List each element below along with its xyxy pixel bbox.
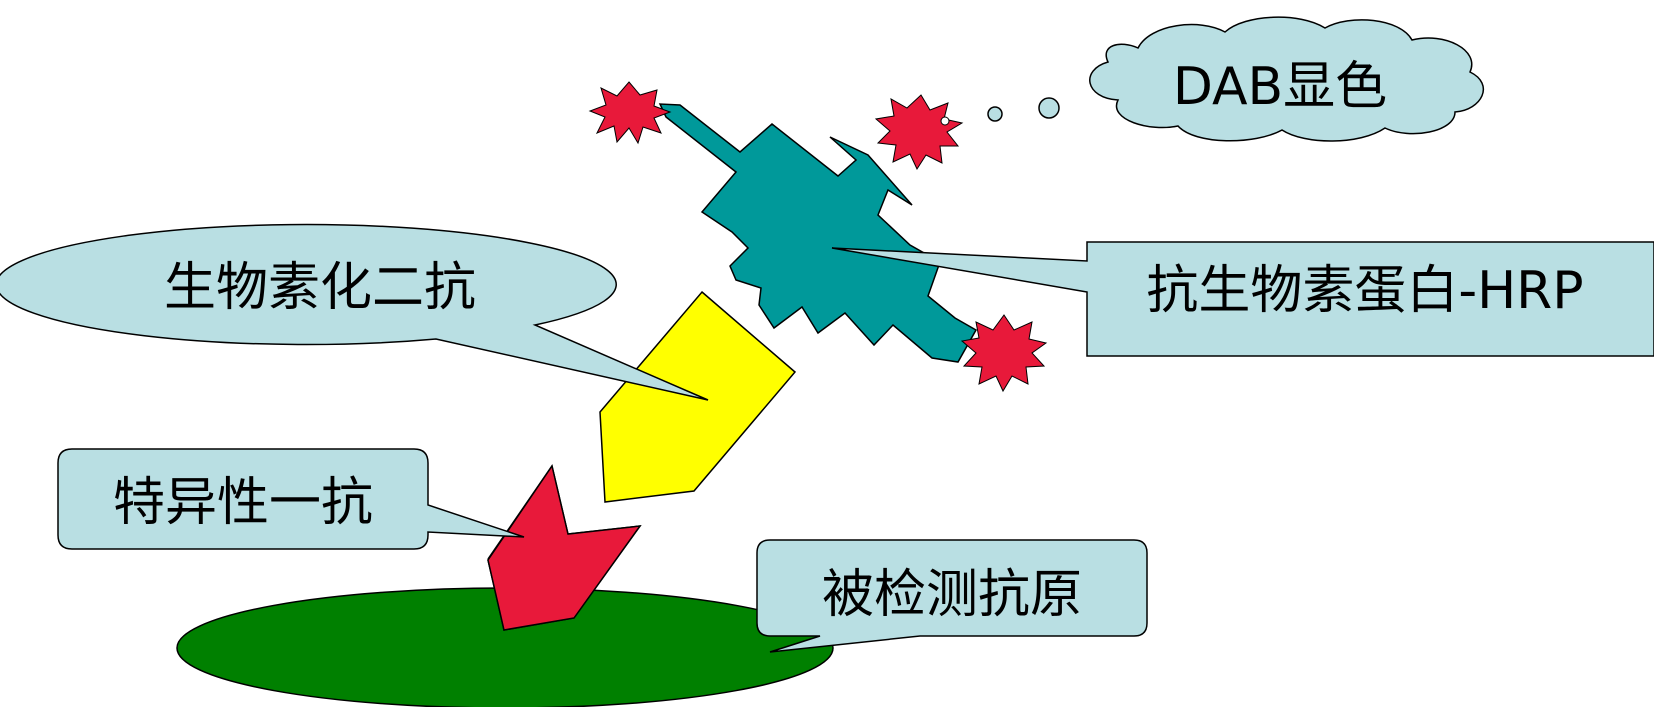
avidin-hrp-complex bbox=[658, 103, 978, 363]
antigen-callout-box bbox=[756, 539, 1148, 653]
hrp-burst-top-right bbox=[874, 94, 964, 171]
dab-thought-bubble: DAB显色 bbox=[987, 16, 1485, 142]
second-antibody-callout: 生物素化二抗 bbox=[0, 223, 709, 401]
avidin-hrp-callout-box bbox=[831, 241, 1654, 357]
hrp-burst-top-left bbox=[588, 81, 672, 145]
antigen-callout: 被检测抗原 bbox=[756, 539, 1148, 653]
thought-dot-medium bbox=[1038, 97, 1060, 119]
primary-antibody-callout-box bbox=[57, 448, 525, 550]
hrp-burst-bottom-right bbox=[960, 314, 1048, 393]
primary-antibody-label: 特异性一抗 bbox=[113, 473, 373, 533]
second-antibody-label: 生物素化二抗 bbox=[164, 258, 476, 318]
thought-dot-small bbox=[987, 106, 1003, 122]
second-antibody-callout-box bbox=[0, 223, 709, 401]
avidin-hrp-label: 抗生物素蛋白-HRP bbox=[1146, 261, 1583, 321]
dab-cloud bbox=[1089, 16, 1485, 142]
antigen-label: 被检测抗原 bbox=[822, 565, 1082, 625]
primary-antibody-body bbox=[487, 464, 642, 631]
dab-label: DAB显色 bbox=[1173, 57, 1387, 117]
burst-center-dot bbox=[940, 116, 950, 126]
primary-antibody-callout: 特异性一抗 bbox=[57, 448, 525, 550]
avidin-hrp-callout: 抗生物素蛋白-HRP bbox=[831, 241, 1654, 357]
